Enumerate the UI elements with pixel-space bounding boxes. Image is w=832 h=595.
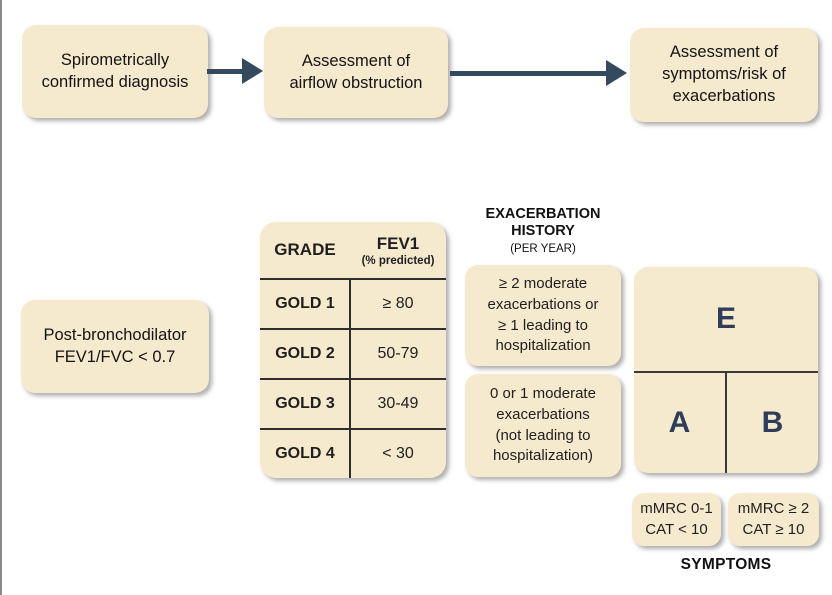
group-a-cell: A <box>668 406 691 439</box>
flow-step-airflow: Assessment of airflow obstruction <box>264 27 448 118</box>
table-divider <box>260 378 446 380</box>
table-divider <box>260 428 446 430</box>
gold4-label: GOLD 4 <box>275 445 335 462</box>
gold3-value: 30-49 <box>377 395 419 412</box>
fev1-header-subtext: (% predicted) <box>361 254 435 267</box>
group-e-cell: E <box>715 302 736 335</box>
flow-arrow-1-line <box>207 69 244 74</box>
low-risk-exacerbation-text: 0 or 1 moderate exacerbations (not leadi… <box>490 385 596 465</box>
group-b-cell: B <box>761 406 784 439</box>
flow-step-symptoms-risk: Assessment of symptoms/risk of exacerbat… <box>630 28 818 122</box>
flow-arrow-1-head-icon <box>242 58 263 84</box>
gold4-value: < 30 <box>382 445 414 462</box>
flow-arrow-2-head-icon <box>606 60 627 86</box>
table-row: GOLD 3 30-49 <box>260 380 446 428</box>
table-row: GOLD 1 ≥ 80 <box>260 280 446 328</box>
table-row: GOLD 2 50-79 <box>260 330 446 378</box>
flow-arrow-2-line <box>450 71 608 76</box>
post-bronchodilator-box: Post-bronchodilator FEV1/FVC < 0.7 <box>21 300 209 393</box>
gold3-label: GOLD 3 <box>275 395 335 412</box>
grade-column-header: GRADE <box>274 240 336 259</box>
gold2-value: 50-79 <box>377 345 419 362</box>
symptoms-axis-label: SYMPTOMS <box>680 556 772 573</box>
gold1-label: GOLD 1 <box>275 295 335 312</box>
symptoms-low-box: mMRC 0-1 CAT < 10 <box>632 493 721 546</box>
flow-step-diagnosis: Spirometrically confirmed diagnosis <box>22 25 208 118</box>
flow-step-airflow-label: Assessment of airflow obstruction <box>289 51 423 92</box>
fev1-header-label: FEV1 <box>376 233 420 253</box>
exacerbation-history-heading: EXACERBATION HISTORY (PER YEAR) <box>460 206 626 255</box>
flow-step-diagnosis-label: Spirometrically confirmed diagnosis <box>41 50 189 91</box>
table-divider <box>260 328 446 330</box>
abe-assessment-grid: E A B <box>634 267 818 473</box>
gold2-label: GOLD 2 <box>275 345 335 362</box>
symptoms-low-text: mMRC 0-1 CAT < 10 <box>640 500 713 538</box>
flow-step-symptoms-risk-label: Assessment of symptoms/risk of exacerbat… <box>662 43 786 105</box>
table-row: GOLD 4 < 30 <box>260 430 446 478</box>
table-column-divider <box>349 278 351 478</box>
post-bronchodilator-label: Post-bronchodilator FEV1/FVC < 0.7 <box>43 325 187 366</box>
symptoms-high-text: mMRC ≥ 2 CAT ≥ 10 <box>737 500 810 538</box>
fev1-column-header: FEV1 (% predicted) <box>350 222 446 278</box>
exacerbation-history-title: EXACERBATION HISTORY <box>485 206 601 240</box>
low-risk-exacerbation-box: 0 or 1 moderate exacerbations (not leadi… <box>465 374 621 477</box>
symptoms-high-box: mMRC ≥ 2 CAT ≥ 10 <box>728 493 819 546</box>
gold-grade-table: GRADE FEV1 (% predicted) GOLD 1 ≥ 80 GOL… <box>260 222 446 478</box>
table-header-row: GRADE FEV1 (% predicted) <box>260 222 446 278</box>
high-risk-exacerbation-text: ≥ 2 moderate exacerbations or ≥ 1 leadin… <box>487 275 599 355</box>
high-risk-exacerbation-box: ≥ 2 moderate exacerbations or ≥ 1 leadin… <box>465 265 621 366</box>
gold1-value: ≥ 80 <box>382 295 414 312</box>
table-divider <box>260 278 446 280</box>
grid-horizontal-divider <box>634 371 818 373</box>
exacerbation-history-subtitle: (PER YEAR) <box>510 243 576 256</box>
grid-vertical-divider <box>725 373 727 473</box>
